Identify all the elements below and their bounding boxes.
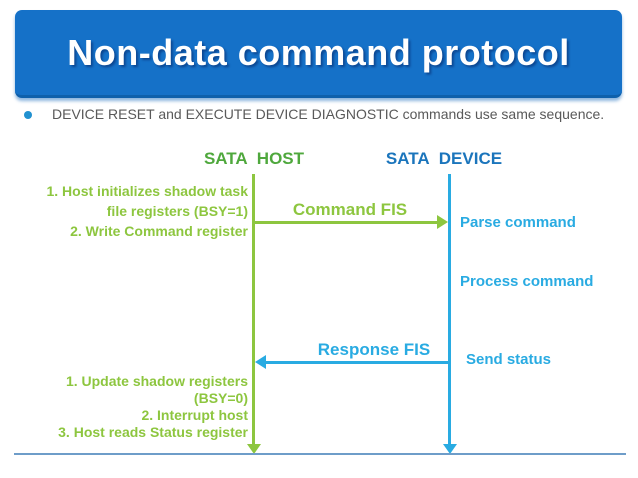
host-pre-step-1: 1. Host initializes shadow task xyxy=(46,183,248,199)
host-lifeline-arrowhead-icon xyxy=(247,444,261,454)
response-fis-arrow xyxy=(266,361,449,364)
slide-title: Non-data command protocol xyxy=(67,31,570,73)
host-pre-step-2: 2. Write Command register xyxy=(70,223,248,239)
footer-divider xyxy=(14,453,626,455)
bullet-text: DEVICE RESET and EXECUTE DEVICE DIAGNOST… xyxy=(52,106,605,122)
host-lifeline xyxy=(252,174,255,444)
sata-host-label: SATA HOST xyxy=(203,149,305,168)
device-step-process-command: Process command xyxy=(460,273,594,290)
response-fis-arrowhead-icon xyxy=(255,355,266,369)
bullet-row: DEVICE RESET and EXECUTE DEVICE DIAGNOST… xyxy=(24,106,604,122)
device-step-parse-command: Parse command xyxy=(460,214,576,231)
command-fis-arrowhead-icon xyxy=(437,215,448,229)
command-fis-label: Command FIS xyxy=(292,200,408,219)
sata-device-label: SATA DEVICE xyxy=(385,149,503,168)
device-lifeline-arrowhead-icon xyxy=(443,444,457,454)
host-pre-steps: 1. Host initializes shadow task file reg… xyxy=(18,181,248,241)
host-post-step-1: 1. Update shadow registers xyxy=(65,373,248,389)
response-fis-label: Response FIS xyxy=(317,340,431,359)
command-fis-arrow xyxy=(254,221,437,224)
host-post-steps: 1. Update shadow registers (BSY=0) 2. In… xyxy=(18,373,248,441)
bullet-icon xyxy=(24,111,32,119)
device-lifeline xyxy=(448,174,451,444)
host-post-step-3: 3. Host reads Status register xyxy=(58,424,248,440)
host-post-step-1-cont: (BSY=0) xyxy=(193,390,248,406)
title-banner: Non-data command protocol xyxy=(15,10,622,98)
host-pre-step-1-cont: file registers (BSY=1) xyxy=(106,203,248,219)
device-step-send-status: Send status xyxy=(466,351,552,368)
host-post-step-2: 2. Interrupt host xyxy=(141,407,248,423)
